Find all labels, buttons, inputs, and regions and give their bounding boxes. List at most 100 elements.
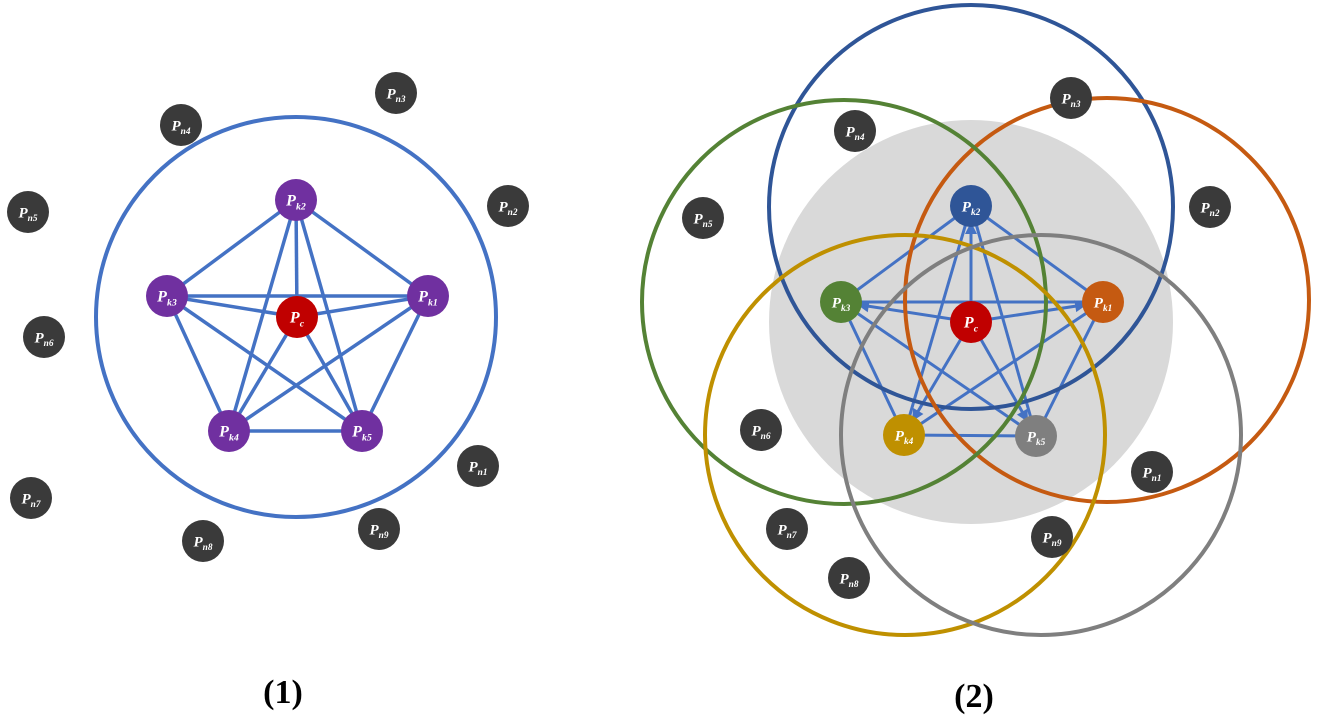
node-n3: Pn3 [375,72,417,114]
node-n1: Pn1 [457,445,499,487]
node-k2-label: Pk2 [285,193,306,213]
node-center-circle [950,301,992,343]
node-n7-label: Pn7 [778,522,797,541]
node-n1-label: Pn1 [1143,465,1162,484]
node-k3: Pk3 [820,281,862,323]
node-n3-label: Pn3 [387,86,406,105]
node-n9-label: Pn9 [1043,530,1062,549]
node-n3-circle [375,72,417,114]
arrowhead [856,300,870,313]
node-n1-label: Pn1 [469,459,488,478]
edge [296,294,429,319]
node-n4: Pn4 [160,104,202,146]
node-k3-circle [146,275,188,317]
edge [840,204,972,304]
edge [839,301,906,436]
node-n3: Pn3 [1050,77,1092,119]
node-k5: Pk5 [341,410,383,452]
node-k2-label: Pk2 [962,199,981,218]
edge [970,204,1104,304]
node-k4: Pk4 [883,414,925,456]
node-k2: Pk2 [950,185,992,227]
node-k1-label: Pk1 [1094,295,1112,314]
node-n3-circle [1050,77,1092,119]
node-n8-circle [182,520,224,562]
edge [165,198,298,298]
panel-1-caption: (1) [263,674,303,711]
node-n5-label: Pn5 [694,211,713,230]
edge [166,294,363,433]
node-n7: Pn7 [766,508,808,550]
edge [1034,301,1105,437]
node-n4-label: Pn4 [846,124,865,143]
node-n4-label: Pn4 [172,118,191,137]
node-n1-circle [457,445,499,487]
node-k3-circle [820,281,862,323]
edge [903,433,1037,438]
node-k1-label: Pk1 [417,289,438,309]
node-n4-circle [834,110,876,152]
node-n2-label: Pn2 [1201,200,1220,219]
node-n8-circle [828,557,870,599]
arrowhead [1074,300,1088,313]
node-n7-circle [766,508,808,550]
boundary-circle [94,115,498,519]
node-center-label: Pc [963,315,979,335]
node-center-label: Pc [289,310,305,330]
node-n9-circle [358,508,400,550]
edge [227,199,298,432]
node-n7: Pn7 [10,477,52,519]
node-k4: Pk4 [208,410,250,452]
node-n1-circle [1131,451,1173,493]
node-n2: Pn2 [1189,186,1231,228]
node-n5-label: Pn5 [19,205,38,224]
edge [166,294,298,319]
node-k5-circle [1015,415,1057,457]
node-k5-label: Pk5 [351,424,372,444]
ring-k2 [767,3,1175,411]
node-n9: Pn9 [358,508,400,550]
node-n8: Pn8 [182,520,224,562]
node-k1: Pk1 [407,275,449,317]
edge [165,295,231,432]
node-k5-label: Pk5 [1027,429,1046,448]
edge [294,198,430,298]
node-k4-circle [883,414,925,456]
node-n2-circle [487,185,529,227]
node-center: Pc [950,301,992,343]
node-k2-circle [950,185,992,227]
ring-k5 [839,233,1243,637]
edge [294,199,364,432]
node-k4-label: Pk4 [218,424,239,444]
edge [360,295,430,432]
node-n6: Pn6 [740,409,782,451]
node-n9-circle [1031,516,1073,558]
ring-k3 [640,98,1048,506]
node-n6-label: Pn6 [752,423,771,442]
node-n8-label: Pn8 [194,534,213,553]
node-n6-circle [740,409,782,451]
node-n6: Pn6 [23,316,65,358]
node-k3-label: Pk3 [156,289,177,309]
node-k5: Pk5 [1015,415,1057,457]
node-n2-circle [1189,186,1231,228]
node-k1: Pk1 [1082,281,1124,323]
node-n4: Pn4 [834,110,876,152]
node-k3: Pk3 [146,275,188,317]
node-n7-label: Pn7 [22,491,41,510]
ring-k1 [903,96,1311,504]
node-k1-circle [407,275,449,317]
node-n2-label: Pn2 [499,199,518,218]
node-k2: Pk2 [275,179,317,221]
node-n5: Pn5 [7,191,49,233]
node-n3-label: Pn3 [1062,91,1081,110]
node-n5-circle [7,191,49,233]
node-k4-circle [208,410,250,452]
node-k5-circle [341,410,383,452]
node-n5: Pn5 [682,197,724,239]
node-n4-circle [160,104,202,146]
node-k3-label: Pk3 [832,295,851,314]
